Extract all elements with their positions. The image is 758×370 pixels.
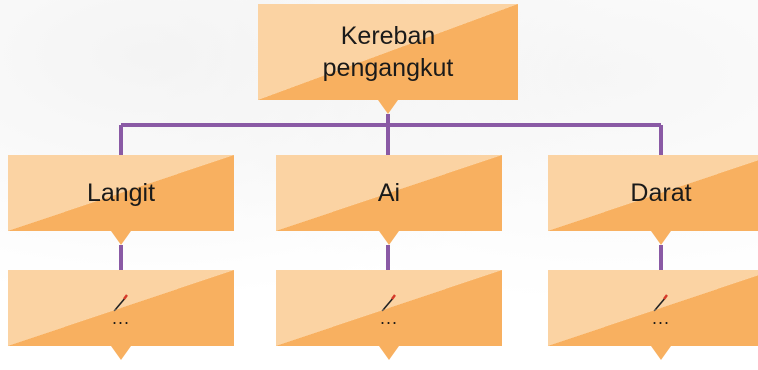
pencil-icon <box>113 294 128 312</box>
pencil-icon <box>653 294 668 312</box>
category-node-darat: Darat <box>548 155 758 245</box>
answer-box-ai[interactable]: ... <box>276 270 502 360</box>
root-label-line2: pengangkut <box>322 54 454 82</box>
category-node-ai: Ai <box>276 155 502 245</box>
root-label-line1: Kereban <box>340 22 436 50</box>
category-label: Darat <box>630 178 692 207</box>
category-label: Ai <box>377 178 401 207</box>
pencil-icon <box>381 294 396 312</box>
placeholder-dots: ... <box>111 308 130 328</box>
category-label: Langit <box>86 178 156 207</box>
placeholder-dots: ... <box>379 308 398 328</box>
category-node-langit: Langit <box>8 155 234 245</box>
placeholder-dots: ... <box>651 308 670 328</box>
answer-box-langit[interactable]: ... <box>8 270 234 360</box>
root-node: Kereban pengangkut <box>258 4 518 114</box>
answer-box-darat[interactable]: ... <box>548 270 758 360</box>
